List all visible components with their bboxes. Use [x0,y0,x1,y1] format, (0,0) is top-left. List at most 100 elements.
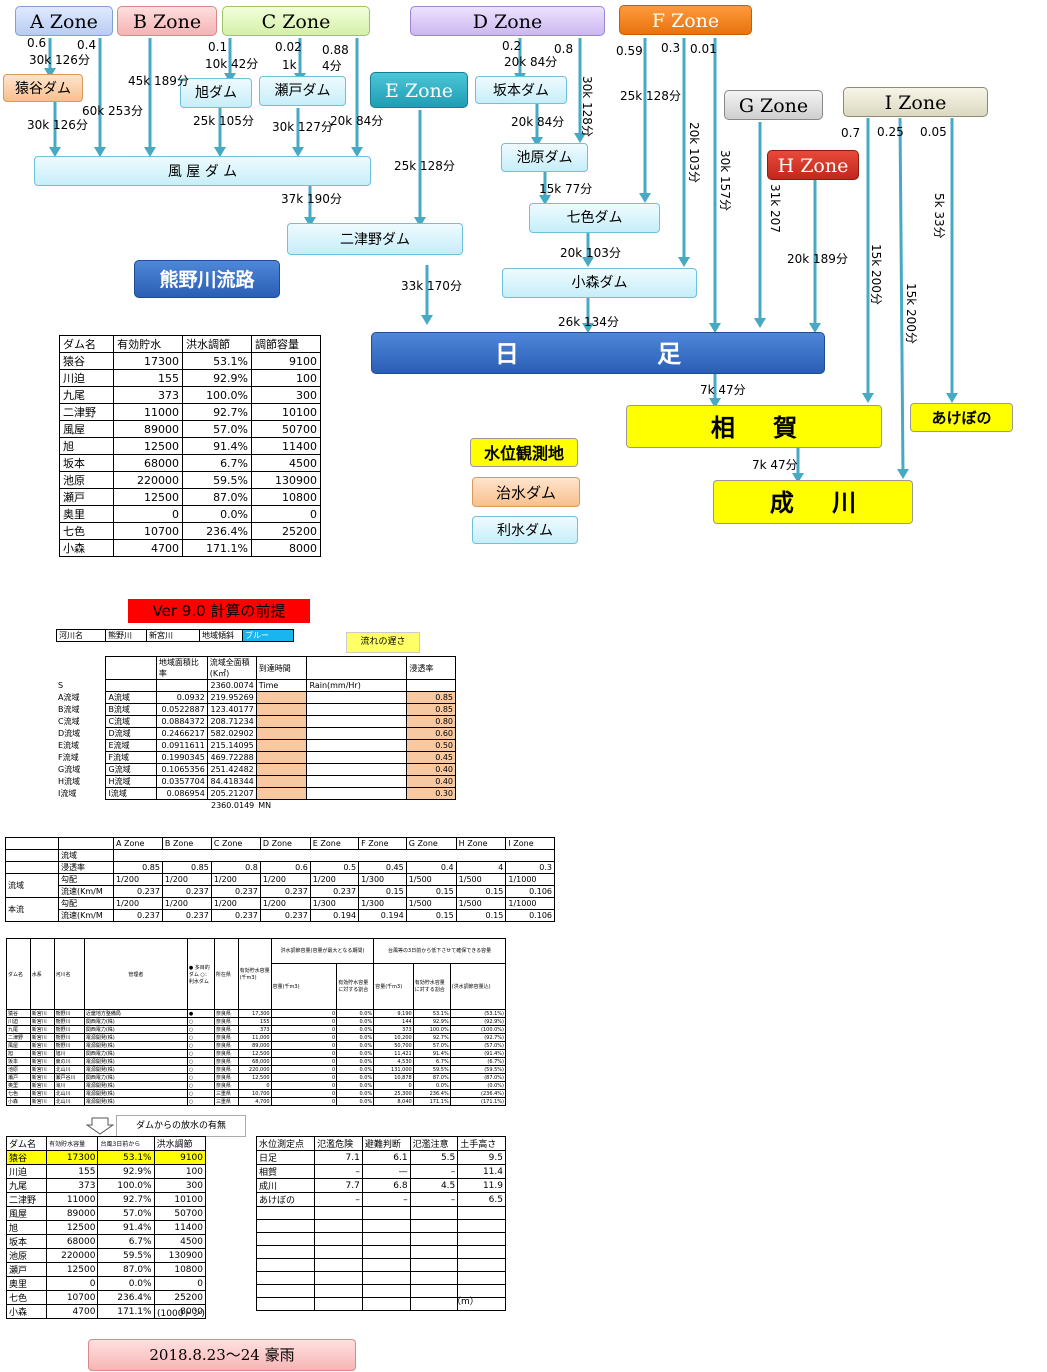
cell: 奈良県 [213,1033,239,1042]
cell: 2360.0074 [206,679,257,692]
down-arrow-icon [86,1117,114,1135]
cell: 91.4% [97,1220,155,1235]
cell: 七色 [58,522,115,540]
cell: 251.42482 [206,763,257,776]
cell: ダム名 [6,938,31,1010]
cell: 144 [373,1017,414,1026]
cell: 12500 [46,1262,99,1277]
cell: 4500 [153,1234,207,1249]
cell: 11400 [251,437,321,455]
cell: 電源開発(株) [83,1057,188,1066]
cell: (236.4%) [449,1089,507,1098]
table-header: 有効貯水 [113,335,184,353]
cell: 猿谷 [58,352,115,370]
station-narukawa: 成 川 [713,480,913,524]
cell: 0.0357704 [155,775,208,788]
cell: 0.85 [406,691,456,704]
cell: 10,878 [373,1073,414,1082]
cell: 1/500 [405,873,457,886]
cell: F流域 [58,753,79,762]
cell: 1/500 [455,897,507,910]
label: 15k 77分 [539,182,593,196]
label: 31k 207 [768,184,782,233]
cell: 4700 [46,1304,99,1319]
label: 7k 47分 [752,458,798,472]
dam-sarutani: 猿谷ダム [3,74,83,102]
cell: 220000 [113,471,184,489]
premise-table: 地域面積比率 流域全面積(K㎡) 到達時間 浸透率 S 2360.0074 Ti… [56,656,456,811]
cell: 0.85 [113,861,163,874]
cell: 0.237 [113,909,163,922]
cell: 1/200 [259,873,311,886]
cell: 300 [251,386,321,404]
cell: 17300 [113,352,184,370]
cell: 奥里 [6,1081,31,1090]
cell: あけぼの [255,1192,316,1207]
cell [105,679,157,692]
cell: 奈良県 [213,1009,239,1018]
cell: 53.1% [412,1009,451,1018]
cell: 2360.0149 [211,801,255,810]
label: 0.8 [554,42,574,56]
cell: 0.0% [336,1057,375,1066]
table-header: ダム名 [58,335,115,353]
cell: 0.0% [336,1097,375,1106]
cell: E流域 [105,739,157,752]
label: 4分 [322,59,342,73]
cell: 流速(Km/M [58,909,114,922]
cell: 0.194 [358,909,407,922]
label: 30k 126分 [27,118,88,132]
cell: 1/1000 [505,873,555,886]
cell: I流域 [105,787,157,800]
cell: ○ [186,1089,215,1098]
cell: 新宮川 [29,1081,55,1090]
cell: 到達時間 [255,656,308,680]
cell: H流域 [105,775,157,788]
cell: 電源開発(株) [83,1033,188,1042]
cell: 滝川 [53,1081,85,1090]
cell: 相賀 [255,1164,316,1179]
cell: 猿谷 [5,1150,48,1165]
label: 20k 103分 [560,246,621,260]
cell: 57.0% [182,420,253,438]
cell: (洪水調節容量込) [449,962,507,1011]
cell: 0 [251,505,321,523]
cell: 10700 [46,1290,99,1305]
cell: (87.0%) [449,1073,507,1082]
cell: (91.4%) [449,1049,507,1058]
label: 20k 84分 [330,114,384,128]
flow-arrows [44,38,958,483]
cell: 10100 [251,403,321,421]
cell: 0 [270,1081,338,1090]
cell: 奥里 [5,1276,48,1291]
cell: 奈良県 [213,1025,239,1034]
cell: 0.40 [406,775,456,788]
cell: 1/500 [455,873,507,886]
cell: 0 [270,1065,338,1074]
cell: 155 [113,369,184,387]
cell: 0.194 [309,909,360,922]
zone-d: D Zone [410,6,605,36]
cell: 容量(千m3) [373,962,414,1011]
cell: 新宮川 [29,1041,55,1050]
label: 20k 189分 [787,252,848,266]
label: 0.02 [275,40,302,54]
cell: 三重県 [213,1097,239,1106]
cell: 0.237 [161,885,212,898]
cell: 0.0% [336,1017,375,1026]
cell: 電源開発(株) [83,1065,188,1074]
cell: 155 [237,1017,272,1026]
cell: 小森 [58,539,115,557]
cell: 25,300 [373,1089,414,1098]
table-header: 台風3日前から [97,1136,155,1151]
cell: 208.71234 [206,715,257,728]
cell: 0.0% [97,1276,155,1291]
cell: 電源開発(株) [83,1097,188,1106]
cell: 373 [237,1025,272,1034]
cell: 0.106 [505,885,555,898]
